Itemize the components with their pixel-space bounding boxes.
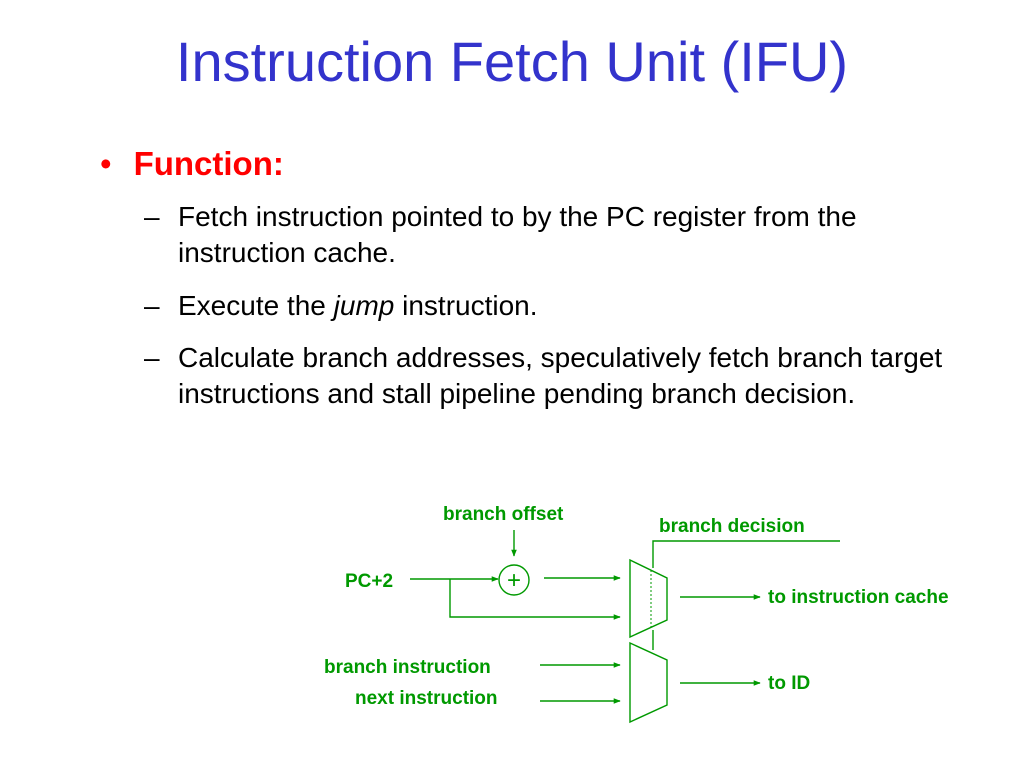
subitem-dash: – bbox=[144, 290, 160, 321]
subitem-dash: – bbox=[144, 342, 160, 373]
label-pc-plus-2: PC+2 bbox=[345, 571, 394, 592]
label-to-instruction-cache: to instruction cache bbox=[768, 587, 949, 608]
pc-bypass-line bbox=[449, 579, 621, 620]
subitem-branch-text: Calculate branch addresses, speculativel… bbox=[178, 342, 943, 409]
slide-title: Instruction Fetch Unit (IFU) bbox=[175, 30, 849, 93]
bullet-label: Function: bbox=[133, 145, 284, 182]
upper-mux bbox=[629, 558, 668, 639]
adder-circle bbox=[498, 564, 530, 596]
subitem-fetch: – Fetch instruction pointed to by the PC… bbox=[144, 199, 944, 271]
subitem-jump: – Execute the jump instruction. bbox=[144, 288, 944, 324]
lower-mux bbox=[629, 641, 668, 724]
adder-symbol: + bbox=[507, 567, 521, 594]
label-next-instruction: next instruction bbox=[355, 688, 498, 709]
subitem-jump-after: instruction. bbox=[394, 290, 538, 321]
bullet-function: • Function: bbox=[100, 144, 284, 184]
bullet-dot: • bbox=[100, 145, 112, 182]
subitem-jump-text: Execute the jump instruction. bbox=[178, 288, 944, 324]
branch-decision-line bbox=[652, 540, 840, 568]
subitem-branch: – Calculate branch addresses, speculativ… bbox=[144, 340, 944, 412]
label-to-id: to ID bbox=[768, 673, 811, 694]
label-branch-decision: branch decision bbox=[659, 516, 805, 537]
label-branch-offset: branch offset bbox=[443, 504, 564, 525]
subitem-fetch-text: Fetch instruction pointed to by the PC r… bbox=[178, 201, 857, 268]
subitem-jump-emphasis: jump bbox=[333, 290, 395, 321]
subitem-dash: – bbox=[144, 201, 160, 232]
subitem-jump-before: Execute the bbox=[178, 290, 334, 321]
label-branch-instruction: branch instruction bbox=[324, 657, 491, 678]
